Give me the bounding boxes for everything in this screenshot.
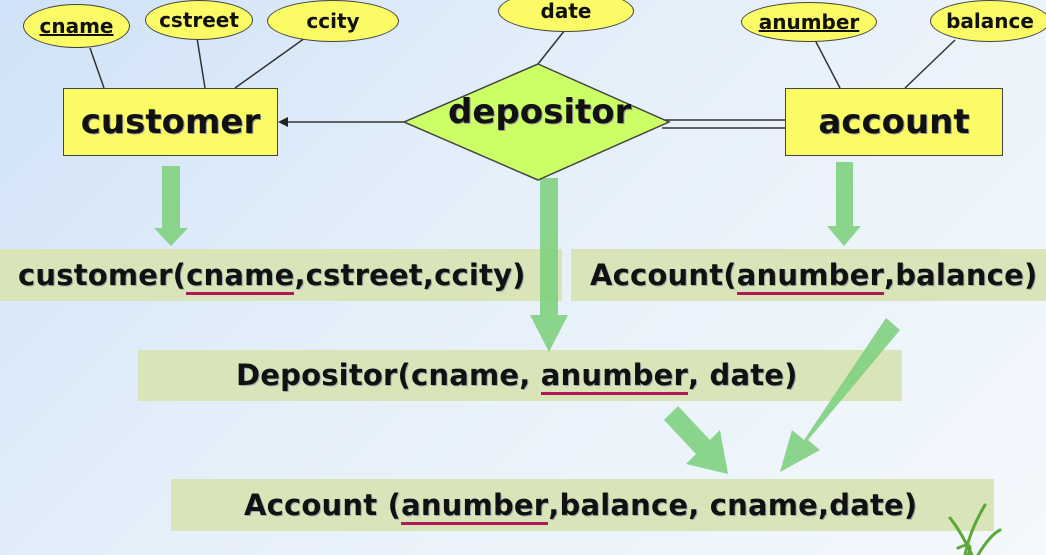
grass-blade-3 (978, 530, 1000, 555)
